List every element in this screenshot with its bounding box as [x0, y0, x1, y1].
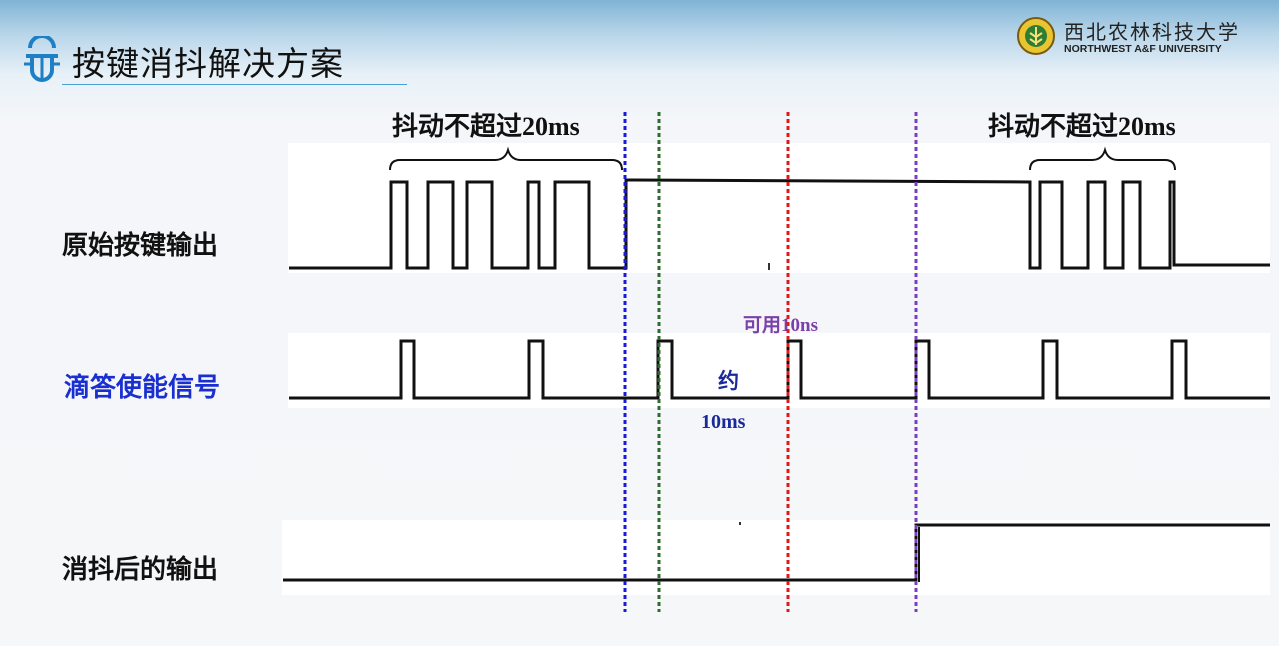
emblem-icon	[1016, 16, 1056, 60]
bounce-brace-left	[389, 146, 623, 171]
bounce-note-right: 抖动不超过20ms	[988, 112, 1176, 141]
debounced-waveform	[283, 523, 1270, 582]
bounce-brace-right	[1029, 146, 1176, 171]
tick-enable-waveform	[289, 339, 1270, 400]
available-time-note: 可用10ns	[743, 315, 818, 336]
approx-char: 约	[718, 369, 739, 393]
tick-waveform-panel	[288, 333, 1270, 408]
logo-name-en: NORTHWEST A&F UNIVERSITY	[1064, 43, 1222, 55]
title-underline	[62, 84, 407, 85]
approx-value: 10ms	[701, 411, 746, 433]
university-logo: 西北农林科技大学 NORTHWEST A&F UNIVERSITY	[1016, 16, 1240, 60]
raw-key-waveform	[289, 178, 1270, 270]
logo-name-cn: 西北农林科技大学	[1064, 20, 1240, 44]
bounce-note-left: 抖动不超过20ms	[392, 112, 580, 141]
debounced-output-label: 消抖后的输出	[62, 555, 219, 585]
tick-enable-label: 滴答使能信号	[64, 373, 221, 403]
slide-header: 按键消抖解决方案	[22, 34, 344, 86]
raw-output-label: 原始按键输出	[62, 231, 219, 261]
gear-bulb-icon	[22, 34, 62, 86]
page-title: 按键消抖解决方案	[72, 44, 344, 83]
debounced-waveform-panel	[282, 520, 1270, 595]
